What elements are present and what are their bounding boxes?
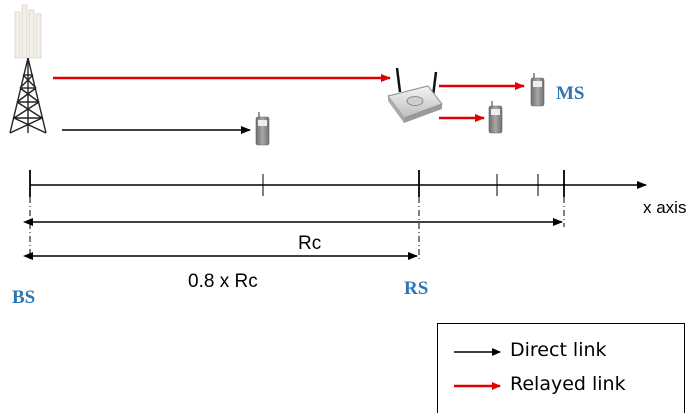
mobile-phone-icon: [255, 112, 270, 146]
legend-item-relayed: Relayed link: [438, 371, 684, 401]
bs-tower-icon: [9, 4, 47, 134]
rc08-label: 0.8 x Rc: [188, 271, 258, 292]
relayed-link-swatch: [454, 382, 501, 390]
legend-label: Direct link: [510, 339, 607, 361]
legend-label: Relayed link: [510, 373, 626, 395]
relay-station-icon: [387, 67, 443, 123]
rs-label: RS: [404, 278, 429, 299]
direct-link-swatch: [454, 348, 501, 356]
rc-label: Rc: [298, 233, 322, 254]
mobile-phone-icon: [488, 101, 503, 134]
legend-item-direct: Direct link: [438, 337, 684, 367]
x-axis-label: x axis: [643, 198, 687, 217]
legend: Direct link Relayed link: [437, 323, 685, 413]
mobile-phone-icon: [530, 73, 545, 107]
ms-label: MS: [556, 83, 585, 104]
bs-label: BS: [12, 287, 36, 308]
